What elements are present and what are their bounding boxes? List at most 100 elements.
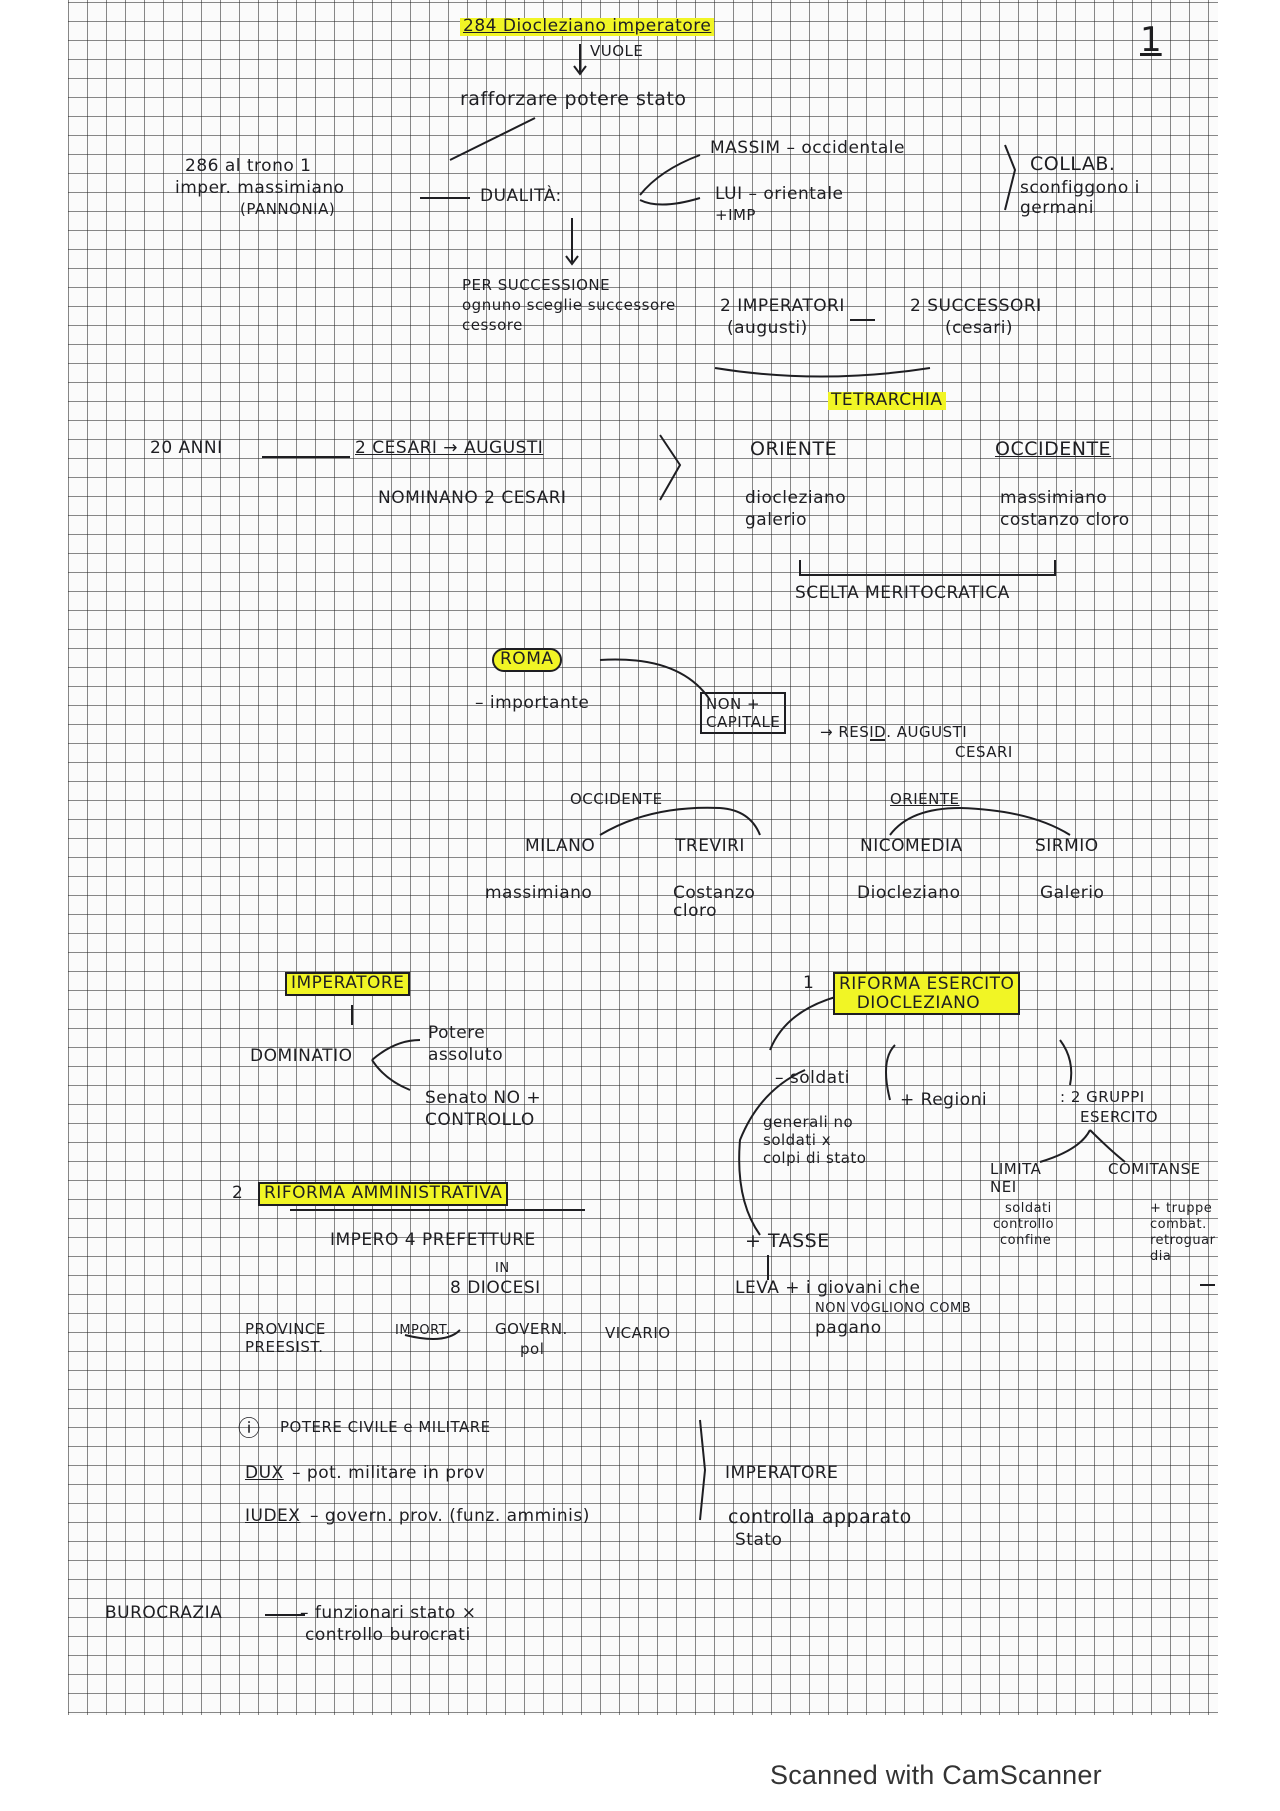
grid-paper-sheet	[68, 0, 1218, 1715]
text-burocrazia: BUROCRAZIA	[105, 1603, 223, 1623]
text-cesari: (cesari)	[945, 318, 1014, 338]
text-limitanei: LIMITA	[990, 1160, 1042, 1178]
text-dux: DUX	[245, 1463, 284, 1483]
text-province: PROVINCE	[245, 1320, 326, 1338]
text-capitale: CAPITALE	[706, 713, 781, 731]
text-cesari-augusti: 2 CESARI → AUGUSTI	[355, 438, 544, 458]
text-pannonia: (PANNONIA)	[240, 200, 336, 218]
city-nicomedia: NICOMEDIA	[860, 836, 963, 856]
info-icon: ⓘ	[238, 1417, 261, 1442]
city-treviri: TREVIRI	[675, 836, 745, 856]
text-controllo: CONTROLLO	[425, 1110, 535, 1130]
text-esercito: ESERCITO	[1080, 1108, 1159, 1126]
text-costanzo-cloro: costanzo cloro	[1000, 510, 1130, 530]
text-tasse: + TASSE	[745, 1230, 830, 1252]
text-diocleziano-riforma: DIOCLEZIANO	[856, 992, 981, 1013]
text-controllo-burocrati: controllo burocrati	[305, 1625, 471, 1645]
text-lim-soldati: soldati	[1005, 1201, 1052, 1216]
number-1: 1	[803, 973, 815, 993]
text-pagano: pagano	[815, 1318, 882, 1338]
ruler-costanzo-cloro: Costanzo cloro	[673, 883, 756, 921]
text-diocleziano: diocleziano	[745, 488, 847, 508]
text-2-gruppi: : 2 GRUPPI	[1060, 1088, 1145, 1106]
text-non-vogliono: NON VOGLIONO COMB	[815, 1301, 972, 1316]
heading-tetrarchia: TETRARCHIA	[828, 391, 946, 410]
text-imperatore-controllo: IMPERATORE	[725, 1463, 839, 1483]
text-resid-augusti: → RESID. AUGUSTI	[820, 723, 968, 741]
text-augusti: (augusti)	[727, 318, 808, 338]
text-colpi-stato: colpi di stato	[763, 1149, 867, 1167]
text-occidente-citta: OCCIDENTE	[570, 790, 663, 808]
text-collab: COLLAB.	[1030, 153, 1116, 175]
text-cessore: cessore	[462, 316, 523, 334]
text-import: IMPORT.	[395, 1323, 451, 1338]
text-funzionari: – funzionari stato ×	[300, 1603, 477, 1623]
text-non-capitale: NON +CAPITALE	[700, 692, 787, 734]
text-in: IN	[495, 1261, 510, 1276]
text-com-combat: combat.	[1150, 1217, 1207, 1232]
text-oriente: ORIENTE	[750, 438, 838, 460]
text-riforma-esercito: RIFORMA ESERCITO	[839, 974, 1015, 994]
text-resid-cesari: CESARI	[955, 743, 1013, 761]
text-germani: germani	[1020, 198, 1094, 218]
text-massimiano: massimiano	[1000, 488, 1108, 508]
text-diocesi: 8 DIOCESI	[450, 1278, 541, 1298]
text-lui-orientale: LUI – orientale	[715, 184, 844, 204]
text-imp: +IMP	[715, 206, 756, 224]
text-lim-confine: confine	[1000, 1233, 1052, 1248]
text-com-dia: dia	[1150, 1249, 1172, 1264]
text-2-imperatori: 2 IMPERATORI	[720, 296, 845, 316]
text-importante: – importante	[475, 693, 590, 713]
text-iudex-desc: – govern. prov. (funz. amminis)	[310, 1506, 590, 1526]
text-imper-massimiano: imper. massimiano	[175, 178, 345, 198]
heading-riforma-esercito: RIFORMA ESERCITO DIOCLEZIANO	[833, 972, 1021, 1016]
text-dualita: DUALITÀ:	[480, 186, 562, 206]
heading-riforma-amministrativa: RIFORMA AMMINISTRATIVA	[258, 1182, 509, 1206]
ruler-galerio: Galerio	[1040, 883, 1105, 903]
text-dux-desc: – pot. militare in prov	[292, 1463, 486, 1483]
text-iudex: IUDEX	[245, 1506, 301, 1526]
text-vicario: VICARIO	[605, 1324, 671, 1342]
ruler-diocleziano: Diocleziano	[857, 883, 961, 903]
text-rafforzare: rafforzare potere stato	[460, 88, 687, 110]
text-govern: GOVERN.	[495, 1320, 568, 1338]
camscanner-watermark: Scanned with CamScanner	[770, 1760, 1102, 1790]
text-nominano: NOMINANO 2 CESARI	[378, 488, 567, 508]
text-leva: LEVA + i giovani che	[735, 1278, 921, 1298]
text-2-successori: 2 SUCCESSORI	[910, 296, 1042, 316]
text-occidente: OCCIDENTE	[995, 438, 1112, 460]
heading-imperatore: IMPERATORE	[285, 972, 411, 996]
ruler-massimiano: massimiano	[485, 883, 593, 903]
text-generali: generali no	[763, 1113, 854, 1131]
text-soldati-x: soldati x	[763, 1131, 832, 1149]
city-sirmio: SIRMIO	[1035, 836, 1099, 856]
text-non: NON +	[706, 695, 761, 713]
text-impero-prefetture: IMPERO 4 PREFETTURE	[330, 1230, 536, 1250]
text-senato: Senato NO +	[425, 1088, 542, 1108]
text-pol: pol	[520, 1340, 545, 1358]
text-lim-controllo: controllo	[993, 1217, 1055, 1232]
text-com-truppe: + truppe	[1150, 1201, 1213, 1216]
text-controlla-apparato: controlla apparato	[728, 1506, 912, 1528]
text-comitanse: COMITANSE	[1108, 1160, 1201, 1178]
page-margin	[1218, 0, 1280, 1715]
city-milano: MILANO	[525, 836, 596, 856]
text-galerio: galerio	[745, 510, 808, 530]
text-dominatio: DOMINATIO	[250, 1046, 353, 1066]
text-oriente-citta: ORIENTE	[890, 790, 960, 808]
text-286: 286 al trono 1	[185, 156, 312, 176]
text-regioni: + Regioni	[900, 1090, 988, 1110]
text-massim-occidentale: MASSIM – occidentale	[710, 138, 905, 158]
page-number: 1	[1140, 20, 1162, 60]
text-preesist: PREESIST.	[245, 1338, 324, 1356]
text-20-anni: 20 ANNI	[150, 438, 223, 458]
text-potere: Potere	[428, 1023, 486, 1043]
text-sconfiggono: sconfiggono i	[1020, 178, 1140, 198]
text-per-successione: PER SUCCESSIONE	[462, 276, 611, 294]
heading-diocleziano: 284 Diocleziano imperatore	[460, 17, 715, 36]
text-potere-civile: POTERE CIVILE e MILITARE	[280, 1418, 491, 1436]
text-assoluto: assoluto	[428, 1045, 504, 1065]
text-limitanei-2: NEI	[990, 1178, 1017, 1196]
label-vuole: VUOLE	[590, 42, 644, 60]
text-scelta-meritocratica: SCELTA MERITOCRATICA	[795, 583, 1010, 603]
